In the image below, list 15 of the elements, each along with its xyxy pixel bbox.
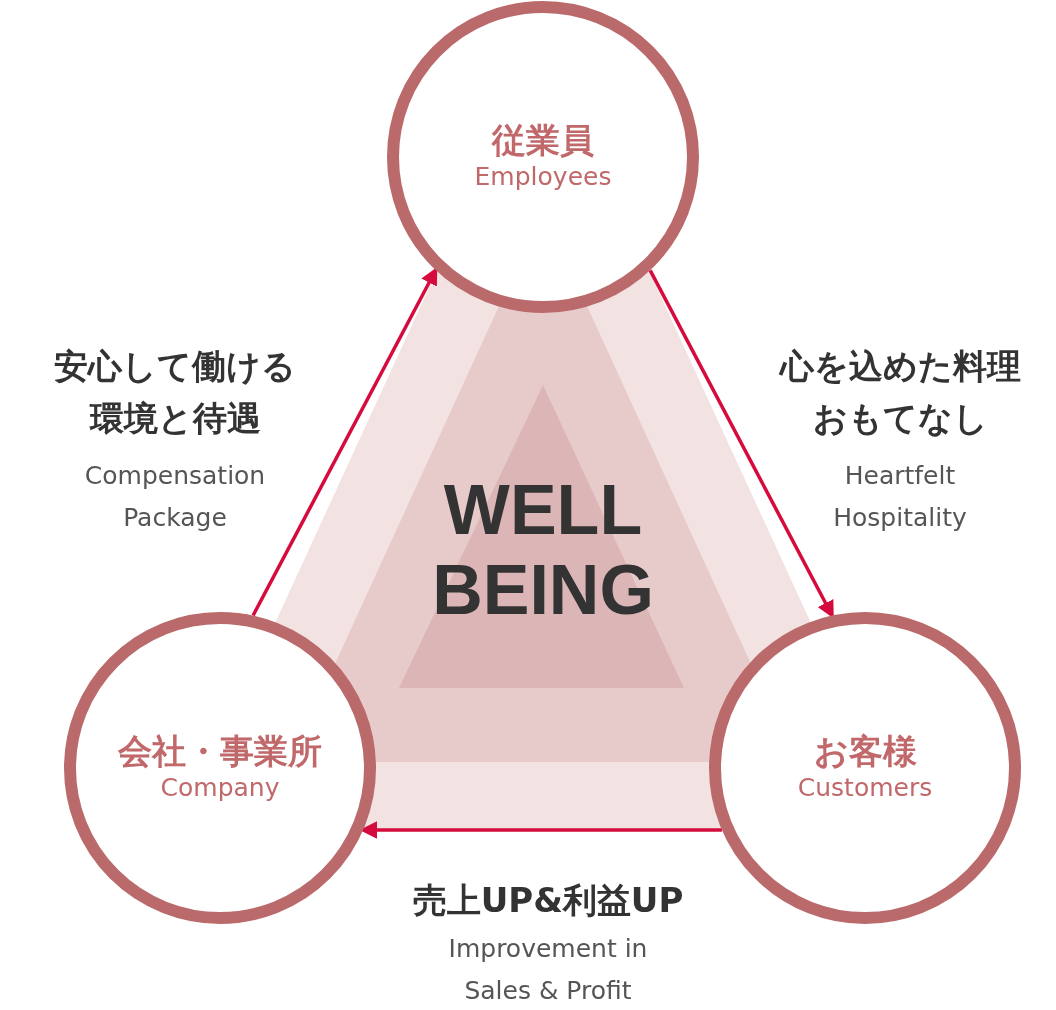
- caption-text: Heartfelt Hospitality: [832, 460, 968, 534]
- caption-title: 売上UP&利益UP: [411, 879, 685, 922]
- arrow: [251, 267, 438, 617]
- caption-text: Improvement in Sales & Profit: [447, 933, 649, 1007]
- caption-title: 安心して働ける環境と待遇: [53, 345, 297, 440]
- node-subtitle: Customers: [797, 772, 933, 805]
- center-title: WELL BEING: [431, 470, 655, 630]
- arrow: [648, 269, 834, 619]
- node-title: 会社・事業所: [118, 731, 322, 773]
- node-subtitle: Company: [160, 772, 280, 805]
- node-subtitle: Employees: [474, 161, 612, 194]
- caption-text: Compensation Package: [83, 460, 267, 534]
- caption-title: 心を込めた料理おもてなし: [778, 345, 1022, 440]
- node-title: 従業員: [492, 120, 594, 162]
- node-title: お客様: [813, 731, 917, 773]
